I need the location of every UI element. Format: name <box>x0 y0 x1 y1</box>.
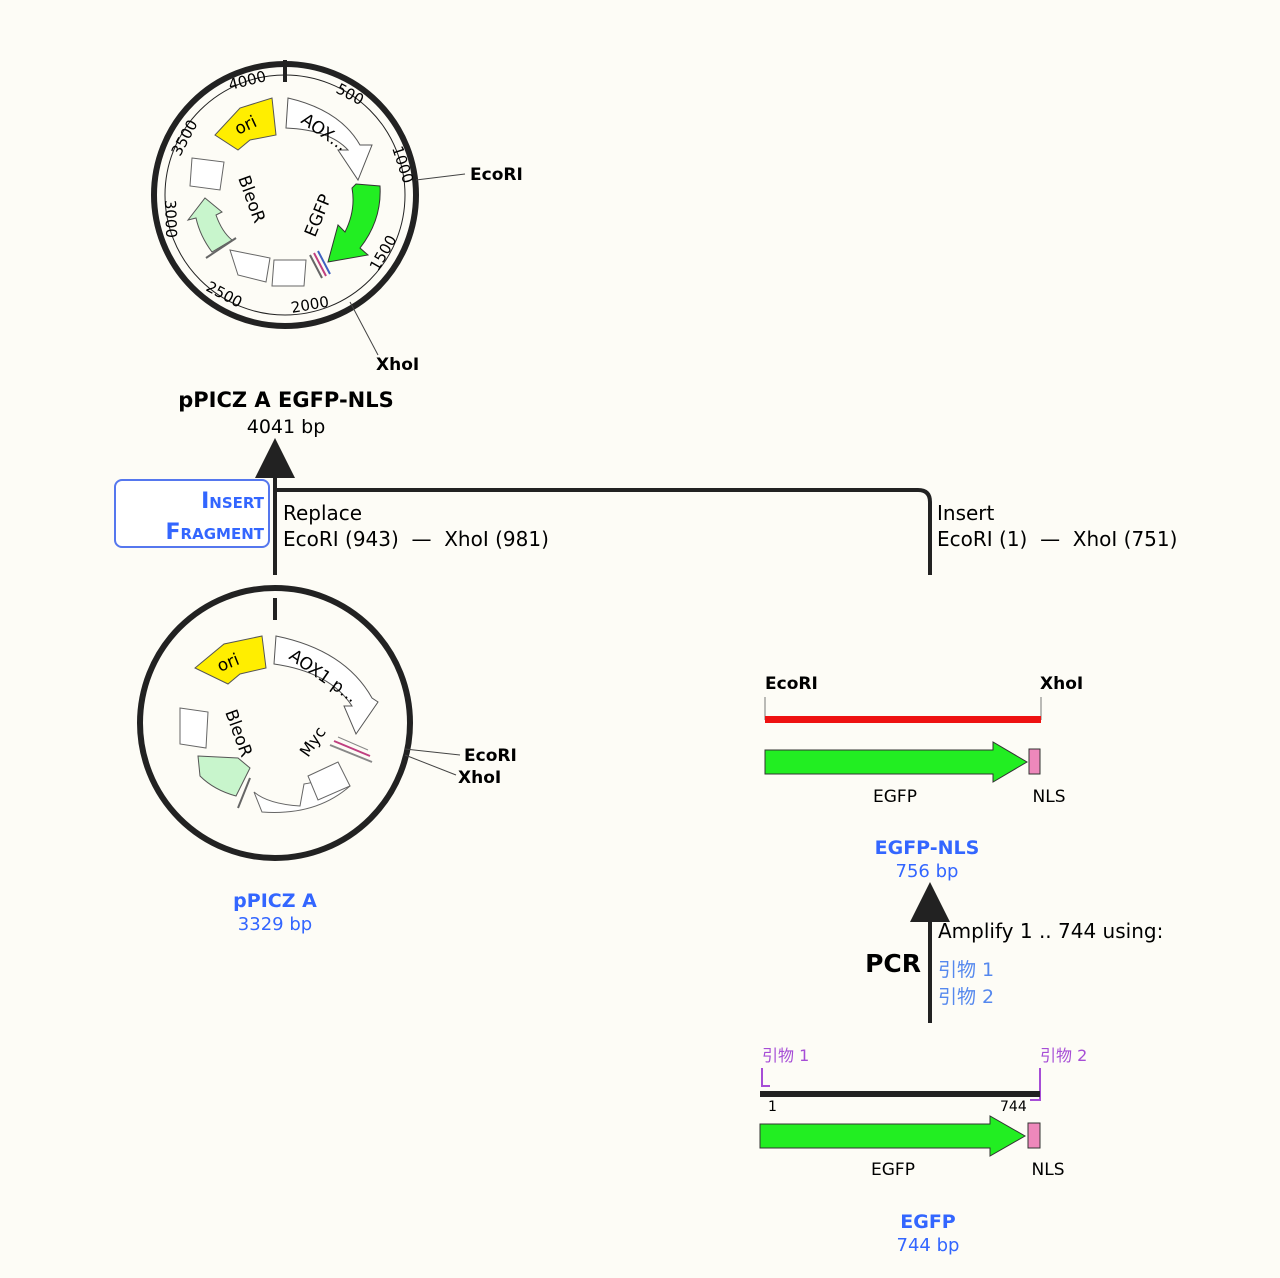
template-nls-feature[interactable] <box>1027 1122 1041 1149</box>
fragment-map[interactable] <box>764 697 1042 783</box>
fragment-right-site[interactable]: XhoI <box>1040 674 1083 694</box>
product-ori-feature[interactable] <box>214 97 277 151</box>
template-primer-1-mark[interactable] <box>761 1068 770 1087</box>
product-size: 4041 bp <box>247 416 326 438</box>
vector-unknown-feature-3 <box>307 761 351 801</box>
product-ecori-leader <box>415 173 466 181</box>
insert-fragment-button[interactable]: Insert Fragment <box>114 479 270 548</box>
insert-fragment-line1: Insert <box>201 489 265 514</box>
vector-backbone-circle <box>137 585 413 861</box>
product-small-features <box>205 237 331 279</box>
template-sequence-bar[interactable] <box>760 1091 1040 1097</box>
product-xhoi-leader <box>349 301 379 356</box>
fragment-egfp-label: EGFP <box>873 787 917 807</box>
vector-ecori-site[interactable]: EcoRI <box>464 746 517 766</box>
fragment-nls-feature[interactable] <box>1028 748 1041 775</box>
template-nls-label: NLS <box>1032 1160 1065 1180</box>
insert-label: Insert <box>937 501 995 525</box>
vector-bleor-feature[interactable] <box>197 755 251 797</box>
product-tick-3000: 3000 <box>161 200 180 239</box>
template-map[interactable] <box>759 1068 1041 1157</box>
product-ecori-site[interactable]: EcoRI <box>470 165 523 185</box>
insert-fragment-line2: Fragment <box>166 520 265 545</box>
product-tick-500: 500 <box>333 80 367 109</box>
pcr-primer-1[interactable]: 引物 1 <box>938 959 994 981</box>
vector-small-features <box>237 736 373 809</box>
product-aox-feature[interactable] <box>285 97 373 182</box>
vector-unknown-feature-1 <box>179 707 209 749</box>
fragment-egfp-feature[interactable] <box>764 741 1028 783</box>
fragment-sequence-bar[interactable] <box>765 716 1041 723</box>
fragment-size: 756 bp <box>896 861 959 882</box>
template-primer-1-label: 引物 1 <box>762 1046 809 1065</box>
vector-myc-label: Myc <box>296 723 330 760</box>
cloning-connector <box>255 438 932 575</box>
insert-range: EcoRI (1) — XhoI (751) <box>937 527 1177 551</box>
product-tick-2500: 2500 <box>203 278 245 312</box>
fragment-left-site[interactable]: EcoRI <box>765 674 818 694</box>
vector-size: 3329 bp <box>238 914 312 935</box>
template-size: 744 bp <box>897 1235 960 1256</box>
replace-label: Replace <box>283 501 362 525</box>
product-bleor-label: BleoR <box>233 173 269 226</box>
template-egfp-feature[interactable] <box>759 1115 1027 1157</box>
template-start-coord: 1 <box>768 1099 777 1115</box>
template-name[interactable]: EGFP <box>900 1211 956 1233</box>
product-unknown-feature-1 <box>189 157 225 191</box>
template-primer-2-mark[interactable] <box>1030 1068 1041 1101</box>
product-tick-2000: 2000 <box>290 293 331 317</box>
vector-aox-feature[interactable] <box>273 635 379 736</box>
fragment-name[interactable]: EGFP-NLS <box>875 837 980 859</box>
pcr-description: Amplify 1 .. 744 using: <box>938 919 1163 943</box>
pcr-primer-2[interactable]: 引物 2 <box>938 986 994 1008</box>
vector-name[interactable]: pPICZ A <box>233 890 317 912</box>
product-bleor-feature[interactable] <box>186 197 233 253</box>
fragment-nls-label: NLS <box>1033 787 1066 807</box>
product-egfp-label: EGFP <box>301 192 336 240</box>
product-name[interactable]: pPICZ A EGFP-NLS <box>178 388 394 412</box>
product-xhoi-site[interactable]: XhoI <box>376 355 419 375</box>
template-end-coord: 744 <box>1000 1099 1027 1115</box>
template-egfp-label: EGFP <box>871 1160 915 1180</box>
product-tick-4000: 4000 <box>227 67 268 94</box>
template-primer-2-label: 引物 2 <box>1040 1046 1087 1065</box>
product-tick-1000: 1000 <box>388 144 417 186</box>
pcr-label: PCR <box>865 949 921 978</box>
vector-ecori-leader <box>404 748 461 756</box>
product-plasmid-map[interactable]: 500 1000 1500 2000 2500 3000 3500 4000 o… <box>151 60 466 356</box>
product-unknown-feature-3 <box>271 259 307 287</box>
vector-xhoi-site[interactable]: XhoI <box>458 768 501 788</box>
vector-ori-feature[interactable] <box>194 635 267 685</box>
product-egfp-feature[interactable] <box>327 183 381 263</box>
product-unknown-feature-2 <box>229 249 271 283</box>
replace-range: EcoRI (943) — XhoI (981) <box>283 527 549 551</box>
vector-xhoi-leader <box>404 754 457 776</box>
vector-plasmid-map[interactable]: ori AOX1 p... Myc BleoR <box>137 585 461 861</box>
vector-bleor-label: BleoR <box>220 707 256 760</box>
